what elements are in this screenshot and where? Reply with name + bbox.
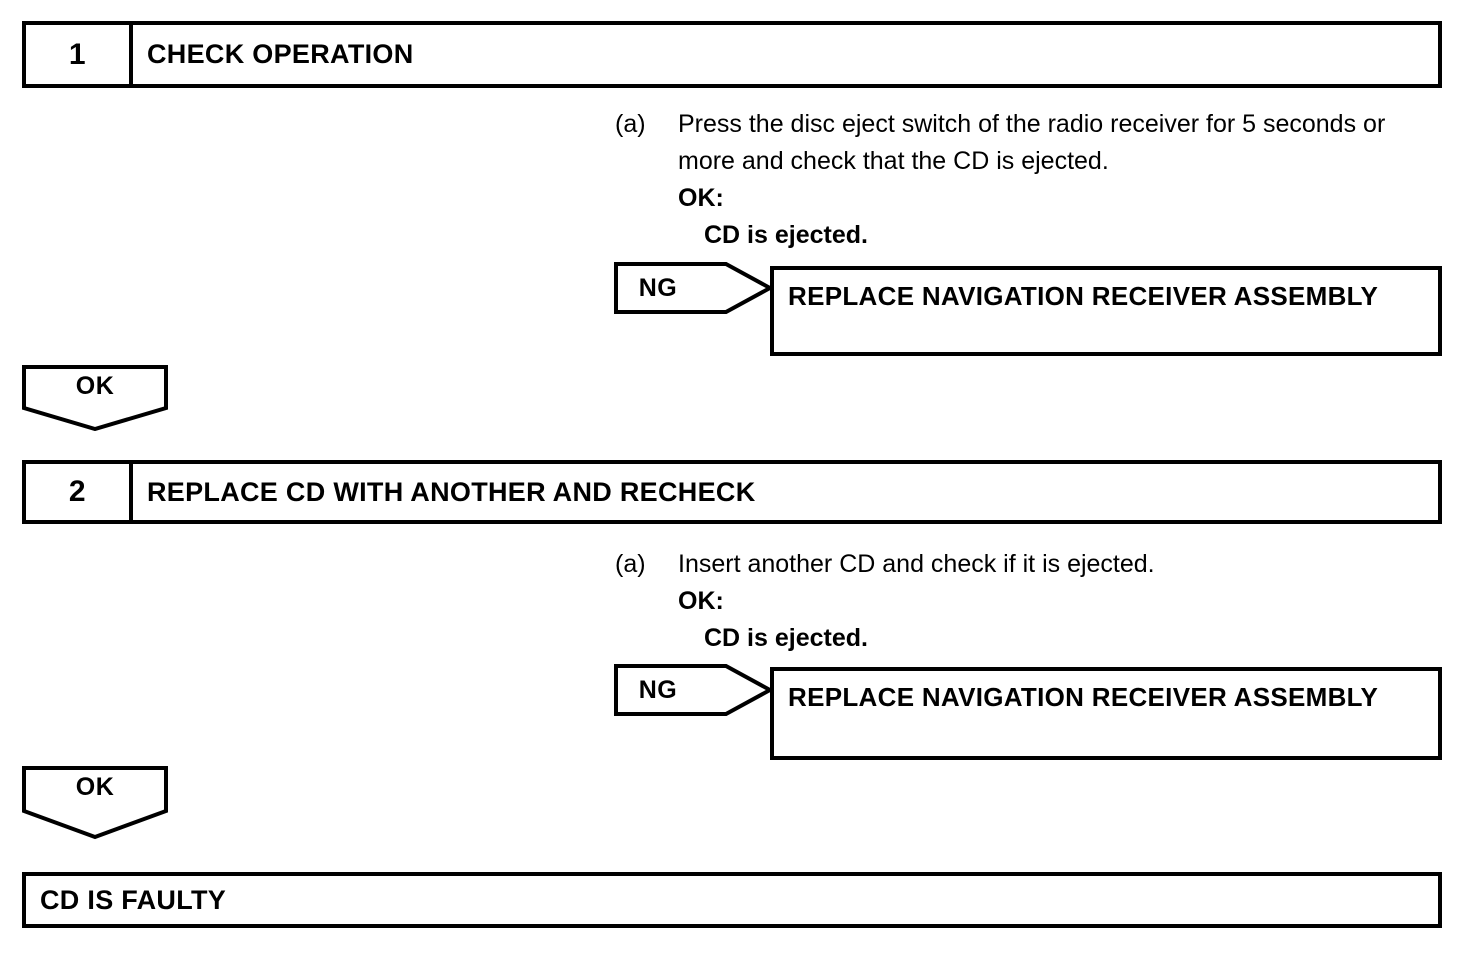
step-title-1: CHECK OPERATION	[147, 39, 414, 69]
instruction-body-2: Insert another CD and check if it is eje…	[678, 546, 1405, 657]
ng-result-box-1: REPLACE NAVIGATION RECEIVER ASSEMBLY	[770, 266, 1442, 356]
step-instruction-1: (a) Press the disc eject switch of the r…	[615, 106, 1405, 254]
step-number-1: 1	[26, 25, 133, 84]
ng-pentagon-shape	[614, 262, 772, 314]
ng-result-text-1: REPLACE NAVIGATION RECEIVER ASSEMBLY	[788, 281, 1379, 311]
conclusion-box: CD IS FAULTY	[22, 872, 1442, 928]
ok-tag-1: OK	[22, 365, 168, 431]
step-header-2: 2 REPLACE CD WITH ANOTHER AND RECHECK	[22, 460, 1442, 524]
ng-result-box-2: REPLACE NAVIGATION RECEIVER ASSEMBLY	[770, 667, 1442, 760]
ok-pentagon-shape	[22, 365, 168, 431]
instruction-ok-label-2: OK:	[678, 587, 724, 615]
ok-label-1: OK	[75, 372, 115, 400]
step-title-2: REPLACE CD WITH ANOTHER AND RECHECK	[147, 476, 756, 507]
ng-label-2: NG	[638, 675, 678, 704]
ok-label-2: OK	[75, 773, 115, 801]
step-header-1: 1 CHECK OPERATION	[22, 21, 1442, 88]
step-instruction-2: (a) Insert another CD and check if it is…	[615, 546, 1405, 657]
instruction-text-1: Press the disc eject switch of the radio…	[678, 110, 1386, 175]
step-number-2: 2	[26, 464, 133, 520]
ng-tag-1: NG	[614, 262, 772, 314]
ok-tag-2: OK	[22, 766, 168, 840]
ng-result-text-2: REPLACE NAVIGATION RECEIVER ASSEMBLY	[788, 682, 1379, 712]
instruction-row-2: (a) Insert another CD and check if it is…	[615, 546, 1405, 657]
instruction-ok-value-2: CD is ejected.	[704, 624, 868, 652]
instruction-ok-label-1: OK:	[678, 184, 724, 212]
ok-pentagon-shape	[22, 766, 168, 840]
instruction-row-1: (a) Press the disc eject switch of the r…	[615, 106, 1405, 254]
instruction-body-1: Press the disc eject switch of the radio…	[678, 106, 1405, 254]
instruction-ok-value-1: CD is ejected.	[704, 221, 868, 249]
instruction-marker-1: (a)	[615, 110, 646, 138]
ng-label-1: NG	[638, 273, 678, 302]
instruction-marker-2: (a)	[615, 550, 646, 578]
instruction-text-2: Insert another CD and check if it is eje…	[678, 550, 1155, 578]
conclusion-text: CD IS FAULTY	[40, 884, 227, 915]
ng-tag-2: NG	[614, 664, 772, 716]
ng-pentagon-shape	[614, 664, 772, 716]
